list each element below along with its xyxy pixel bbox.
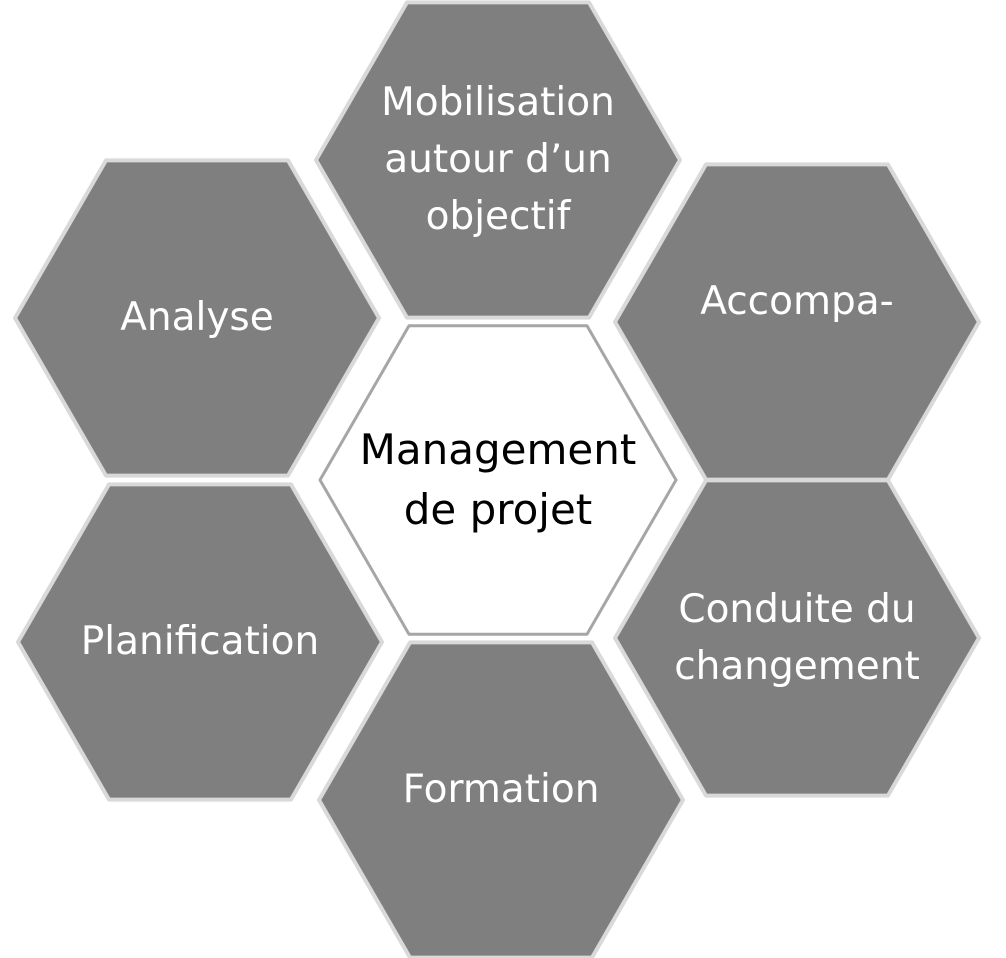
- hex-upper-left: [13, 158, 381, 478]
- hex-upper-right: [613, 162, 981, 482]
- hex-bottom-shape: [317, 640, 685, 958]
- hex-upper-right-shape: [613, 162, 981, 482]
- hex-center-shape: [318, 324, 678, 636]
- hex-top-shape: [314, 0, 682, 320]
- hex-lower-right-shape: [613, 478, 981, 798]
- hex-top: [314, 0, 682, 320]
- hex-lower-left: [16, 482, 384, 802]
- hex-center: [318, 324, 678, 636]
- hex-lower-left-shape: [16, 482, 384, 802]
- hex-bottom: [317, 640, 685, 958]
- hex-lower-right: [613, 478, 981, 798]
- hex-upper-left-shape: [13, 158, 381, 478]
